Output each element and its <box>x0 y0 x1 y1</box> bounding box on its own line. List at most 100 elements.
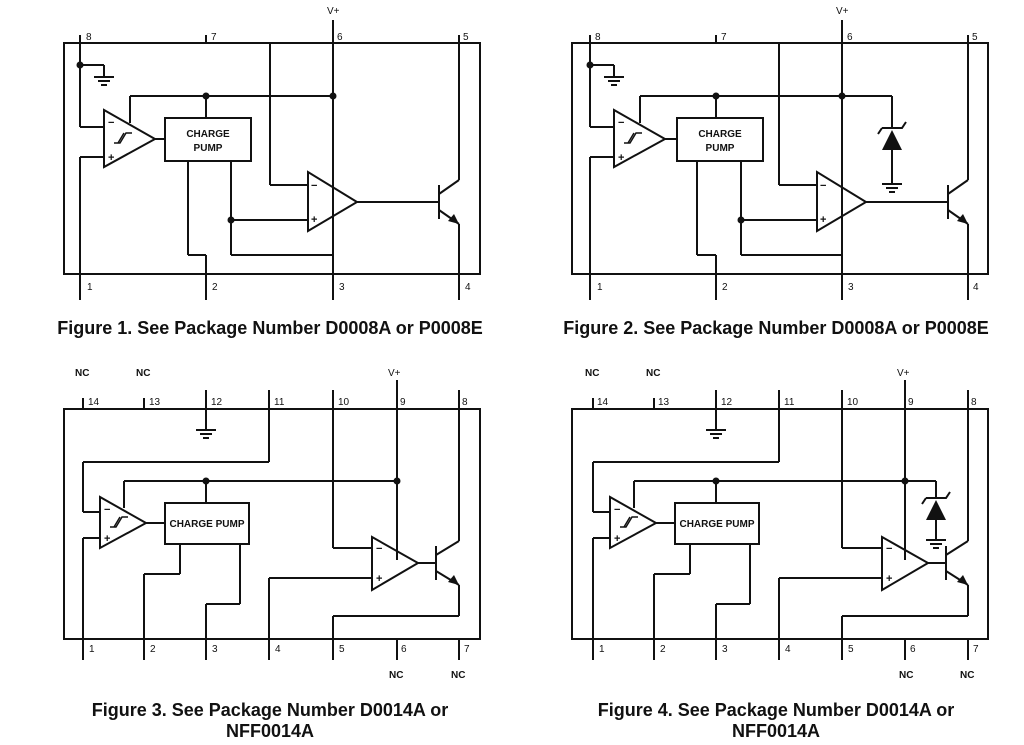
pin-label: 4 <box>785 644 791 655</box>
pin-label: 2 <box>150 644 156 655</box>
pin-label: 7 <box>721 32 727 43</box>
pin-label: 12 <box>211 397 223 408</box>
noninverting-input-sign: + <box>820 214 826 226</box>
pin-label: 5 <box>972 32 978 43</box>
pin-label: 8 <box>86 32 92 43</box>
pin-label: 2 <box>722 282 728 293</box>
pin-label: 6 <box>337 32 343 43</box>
pin-label: 6 <box>401 644 407 655</box>
charge-pump-label: CHARGE PUMP <box>679 519 754 530</box>
figure-2-caption: Figure 2. See Package Number D0008A or P… <box>563 318 989 338</box>
noninverting-input-sign: + <box>104 533 110 545</box>
supply-label: V+ <box>388 368 401 379</box>
charge-pump-block <box>676 117 764 162</box>
no-connect-label: NC <box>136 368 150 379</box>
supply-label: V+ <box>327 6 340 17</box>
charge-pump-label: CHARGE PUMP <box>169 519 244 530</box>
pin-label: 14 <box>88 397 100 408</box>
no-connect-label: NC <box>585 368 599 379</box>
pin-label: 1 <box>597 282 603 293</box>
charge-pump-label: PUMP <box>194 143 223 154</box>
pin-label: 4 <box>275 644 281 655</box>
comparator-symbol <box>103 108 158 169</box>
figure-3-diagram <box>63 380 481 660</box>
pin-label: 7 <box>464 644 470 655</box>
pin-label: 1 <box>599 644 605 655</box>
pin-label: 9 <box>908 397 914 408</box>
caption-line: NFF0014A <box>731 721 821 741</box>
error-amp-symbol <box>307 170 359 233</box>
figure-4-caption: Figure 4. See Package Number D0014A or N… <box>528 700 1024 742</box>
inverting-input-sign: − <box>311 180 317 192</box>
figure-1-diagram <box>63 20 481 300</box>
inverting-input-sign: − <box>376 543 382 555</box>
charge-pump-block <box>164 502 250 545</box>
error-amp-symbol <box>371 535 421 592</box>
pin-label: 11 <box>274 397 285 408</box>
inverting-input-sign: − <box>104 504 110 516</box>
figure-4-diagram <box>571 380 989 660</box>
figure-1-caption: Figure 1. See Package Number D0008A or P… <box>57 318 483 338</box>
noninverting-input-sign: + <box>886 573 892 585</box>
error-amp-symbol <box>881 535 931 592</box>
noninverting-input-sign: + <box>376 573 382 585</box>
no-connect-label: NC <box>389 670 403 681</box>
pin-label: 8 <box>595 32 601 43</box>
pin-label: 13 <box>149 397 161 408</box>
charge-pump-block <box>164 117 252 162</box>
inverting-input-sign: − <box>614 504 620 516</box>
pin-label: 12 <box>721 397 733 408</box>
pin-label: 8 <box>971 397 977 408</box>
comparator-symbol <box>613 108 668 169</box>
pin-label: 3 <box>848 282 854 293</box>
package-outline <box>63 42 481 275</box>
pin-label: 10 <box>338 397 350 408</box>
pin-label: 5 <box>339 644 345 655</box>
inverting-input-sign: − <box>820 180 826 192</box>
charge-pump-block <box>674 502 760 545</box>
pin-label: 13 <box>658 397 670 408</box>
no-connect-label: NC <box>75 368 89 379</box>
pin-label: 6 <box>910 644 916 655</box>
caption-line: Figure 3. See Package Number D0014A or <box>91 700 449 720</box>
zener-diode-symbol <box>926 500 946 520</box>
pin-label: 3 <box>722 644 728 655</box>
comparator-symbol <box>609 495 659 550</box>
pin-label: 1 <box>89 644 95 655</box>
pin-label: 4 <box>973 282 979 293</box>
caption-line: Figure 4. See Package Number D0014A or <box>597 700 955 720</box>
inverting-input-sign: − <box>886 543 892 555</box>
no-connect-label: NC <box>899 670 913 681</box>
caption-line: NFF0014A <box>225 721 315 741</box>
noninverting-input-sign: + <box>311 214 317 226</box>
pin-label: 3 <box>212 644 218 655</box>
no-connect-label: NC <box>451 670 465 681</box>
charge-pump-label: CHARGE <box>186 129 230 140</box>
pin-label: 10 <box>847 397 859 408</box>
inverting-input-sign: − <box>108 117 114 129</box>
supply-label: V+ <box>897 368 910 379</box>
pin-label: 7 <box>211 32 217 43</box>
charge-pump-label: CHARGE <box>698 129 742 140</box>
charge-pump-label: PUMP <box>706 143 735 154</box>
noninverting-input-sign: + <box>618 152 624 164</box>
noninverting-input-sign: + <box>614 533 620 545</box>
pin-label: 7 <box>973 644 979 655</box>
no-connect-label: NC <box>646 368 660 379</box>
figure-3-caption: Figure 3. See Package Number D0014A or N… <box>20 700 520 742</box>
pin-label: 2 <box>212 282 218 293</box>
noninverting-input-sign: + <box>108 152 114 164</box>
pin-label: 3 <box>339 282 345 293</box>
error-amp-symbol <box>816 170 868 233</box>
pin-label: 1 <box>87 282 93 293</box>
pin-label: 9 <box>400 397 406 408</box>
comparator-symbol <box>99 495 149 550</box>
pin-label: 6 <box>847 32 853 43</box>
pin-label: 4 <box>465 282 471 293</box>
no-connect-label: NC <box>960 670 974 681</box>
supply-label: V+ <box>836 6 849 17</box>
pin-label: 14 <box>597 397 609 408</box>
zener-diode-symbol <box>882 130 902 150</box>
pin-label: 5 <box>463 32 469 43</box>
